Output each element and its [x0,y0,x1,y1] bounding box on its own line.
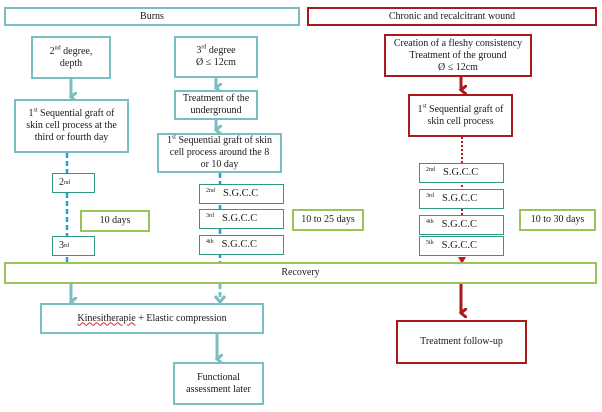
step-label: S.G.C.C [222,213,258,224]
chronic-header-label: Chronic and recalcitrant wound [388,10,516,22]
graft-suffix: st [422,103,427,110]
third-degree-box: 3rd degree Ø ≤ 12cm [174,36,258,78]
recovery-label: Recovery [281,267,320,278]
sgcc-step-chronic-1: 2nd S.G.C.C [419,163,504,183]
graft-line-2: cell process around the 8 [169,147,270,158]
graft-line-3: third or fourth day [34,132,109,143]
degree-suffix: nd [54,45,61,52]
treatment-line-2: underground [190,105,242,116]
second-degree-box: 2nd degree, depth [31,36,111,79]
kinesi-word: Kinesitherapie [77,312,136,324]
step-suffix: 2nd [206,188,215,194]
burns-header: Burns [4,7,300,26]
functional-line-2: assessment later [186,383,251,395]
sgcc-step-chronic-3: 4th S.G.C.C [419,215,504,235]
duration-10-30-days: 10 to 30 days [519,209,596,231]
degree-number: 2 [49,45,55,57]
first-graft-box-burns-2: 1st Sequential graft of skin cell proces… [157,133,282,173]
functional-assessment-box: Functional assessment later [173,362,264,405]
creation-line-3: Ø ≤ 12cm [438,61,478,73]
step-suffix: 3rd [426,193,434,199]
burns-header-label: Burns [140,10,164,22]
graft-line-1: Sequential graft of skin [175,135,273,146]
degree-number: 3 [196,45,202,56]
step-number: 3 [59,240,64,251]
sgcc-step-burns-2-3: 4th S.G.C.C [199,235,284,255]
sgcc-step-burns-2-2: 3rd S.G.C.C [199,209,284,229]
degree-depth: depth [59,57,83,69]
kinesi-rest: + Elastic compression [135,312,227,324]
sgcc-step-burns-2-1: 2nd S.G.C.C [199,184,284,204]
step-number: 2 [59,177,64,188]
degree-diameter: Ø ≤ 12cm [196,57,236,68]
graft-suffix: st [33,107,38,114]
graft-suffix: st [171,134,176,141]
step-suffix: 2nd [426,167,435,173]
first-graft-box-chronic: 1st Sequential graft of skin cell proces… [408,94,513,137]
degree-text: degree, [60,45,93,57]
graft-line-2: skin cell process at the [26,120,117,131]
degree-suffix: rd [201,44,207,51]
functional-line-1: Functional [197,371,240,383]
graft-line-1: Sequential graft of [37,108,115,119]
duration-label: 10 days [99,215,131,226]
step-label: S.G.C.C [221,239,257,250]
duration-label: 10 to 30 days [530,214,585,225]
graft-number: 1 [28,108,34,119]
sgcc-step-chronic-2: 3rd S.G.C.C [419,189,504,209]
step-suffix: 4th [426,219,434,225]
treatment-followup-box: Treatment follow-up [396,320,527,364]
followup-label: Treatment follow-up [420,336,503,347]
graft-number: 1 [417,103,423,115]
step-label: S.G.C.C [223,188,259,199]
first-graft-box-burns-1: 1st Sequential graft of skin cell proces… [14,99,129,153]
arrowhead-kinesi-right [213,295,227,305]
graft-line-1: Sequential graft of [426,103,504,115]
creation-line-2: Treatment of the ground [409,49,507,61]
step-label: S.G.C.C [443,167,479,178]
chronic-header: Chronic and recalcitrant wound [307,7,597,26]
sgcc-step-chronic-4: 5th S.G.C.C [419,236,504,256]
graft-number: 1 [166,135,172,146]
creation-line-1: Creation of a fleshy consistency [393,37,523,49]
creation-fleshy-box: Creation of a fleshy consistency Treatme… [384,34,532,77]
degree-text: degree [206,45,236,56]
step-label: S.G.C.C [441,219,477,230]
recovery-band: Recovery [4,262,597,284]
kinesitherapie-box: Kinesitherapie + Elastic compression [40,303,264,334]
duration-10-days: 10 days [80,210,150,232]
step-suffix: 4th [206,239,214,245]
graft-line-2: skin cell process [427,115,494,127]
duration-10-25-days: 10 to 25 days [292,209,364,231]
step-suffix: 5th [426,240,434,246]
treatment-underground-box: Treatment of the underground [174,90,258,120]
duration-label: 10 to 25 days [301,214,355,225]
step-label: S.G.C.C [442,193,478,204]
step-label: S.G.C.C [441,240,477,251]
treatment-line-1: Treatment of the [182,93,250,104]
step-suffix: 3rd [206,213,214,219]
graft-line-3: or 10 day [200,159,239,170]
